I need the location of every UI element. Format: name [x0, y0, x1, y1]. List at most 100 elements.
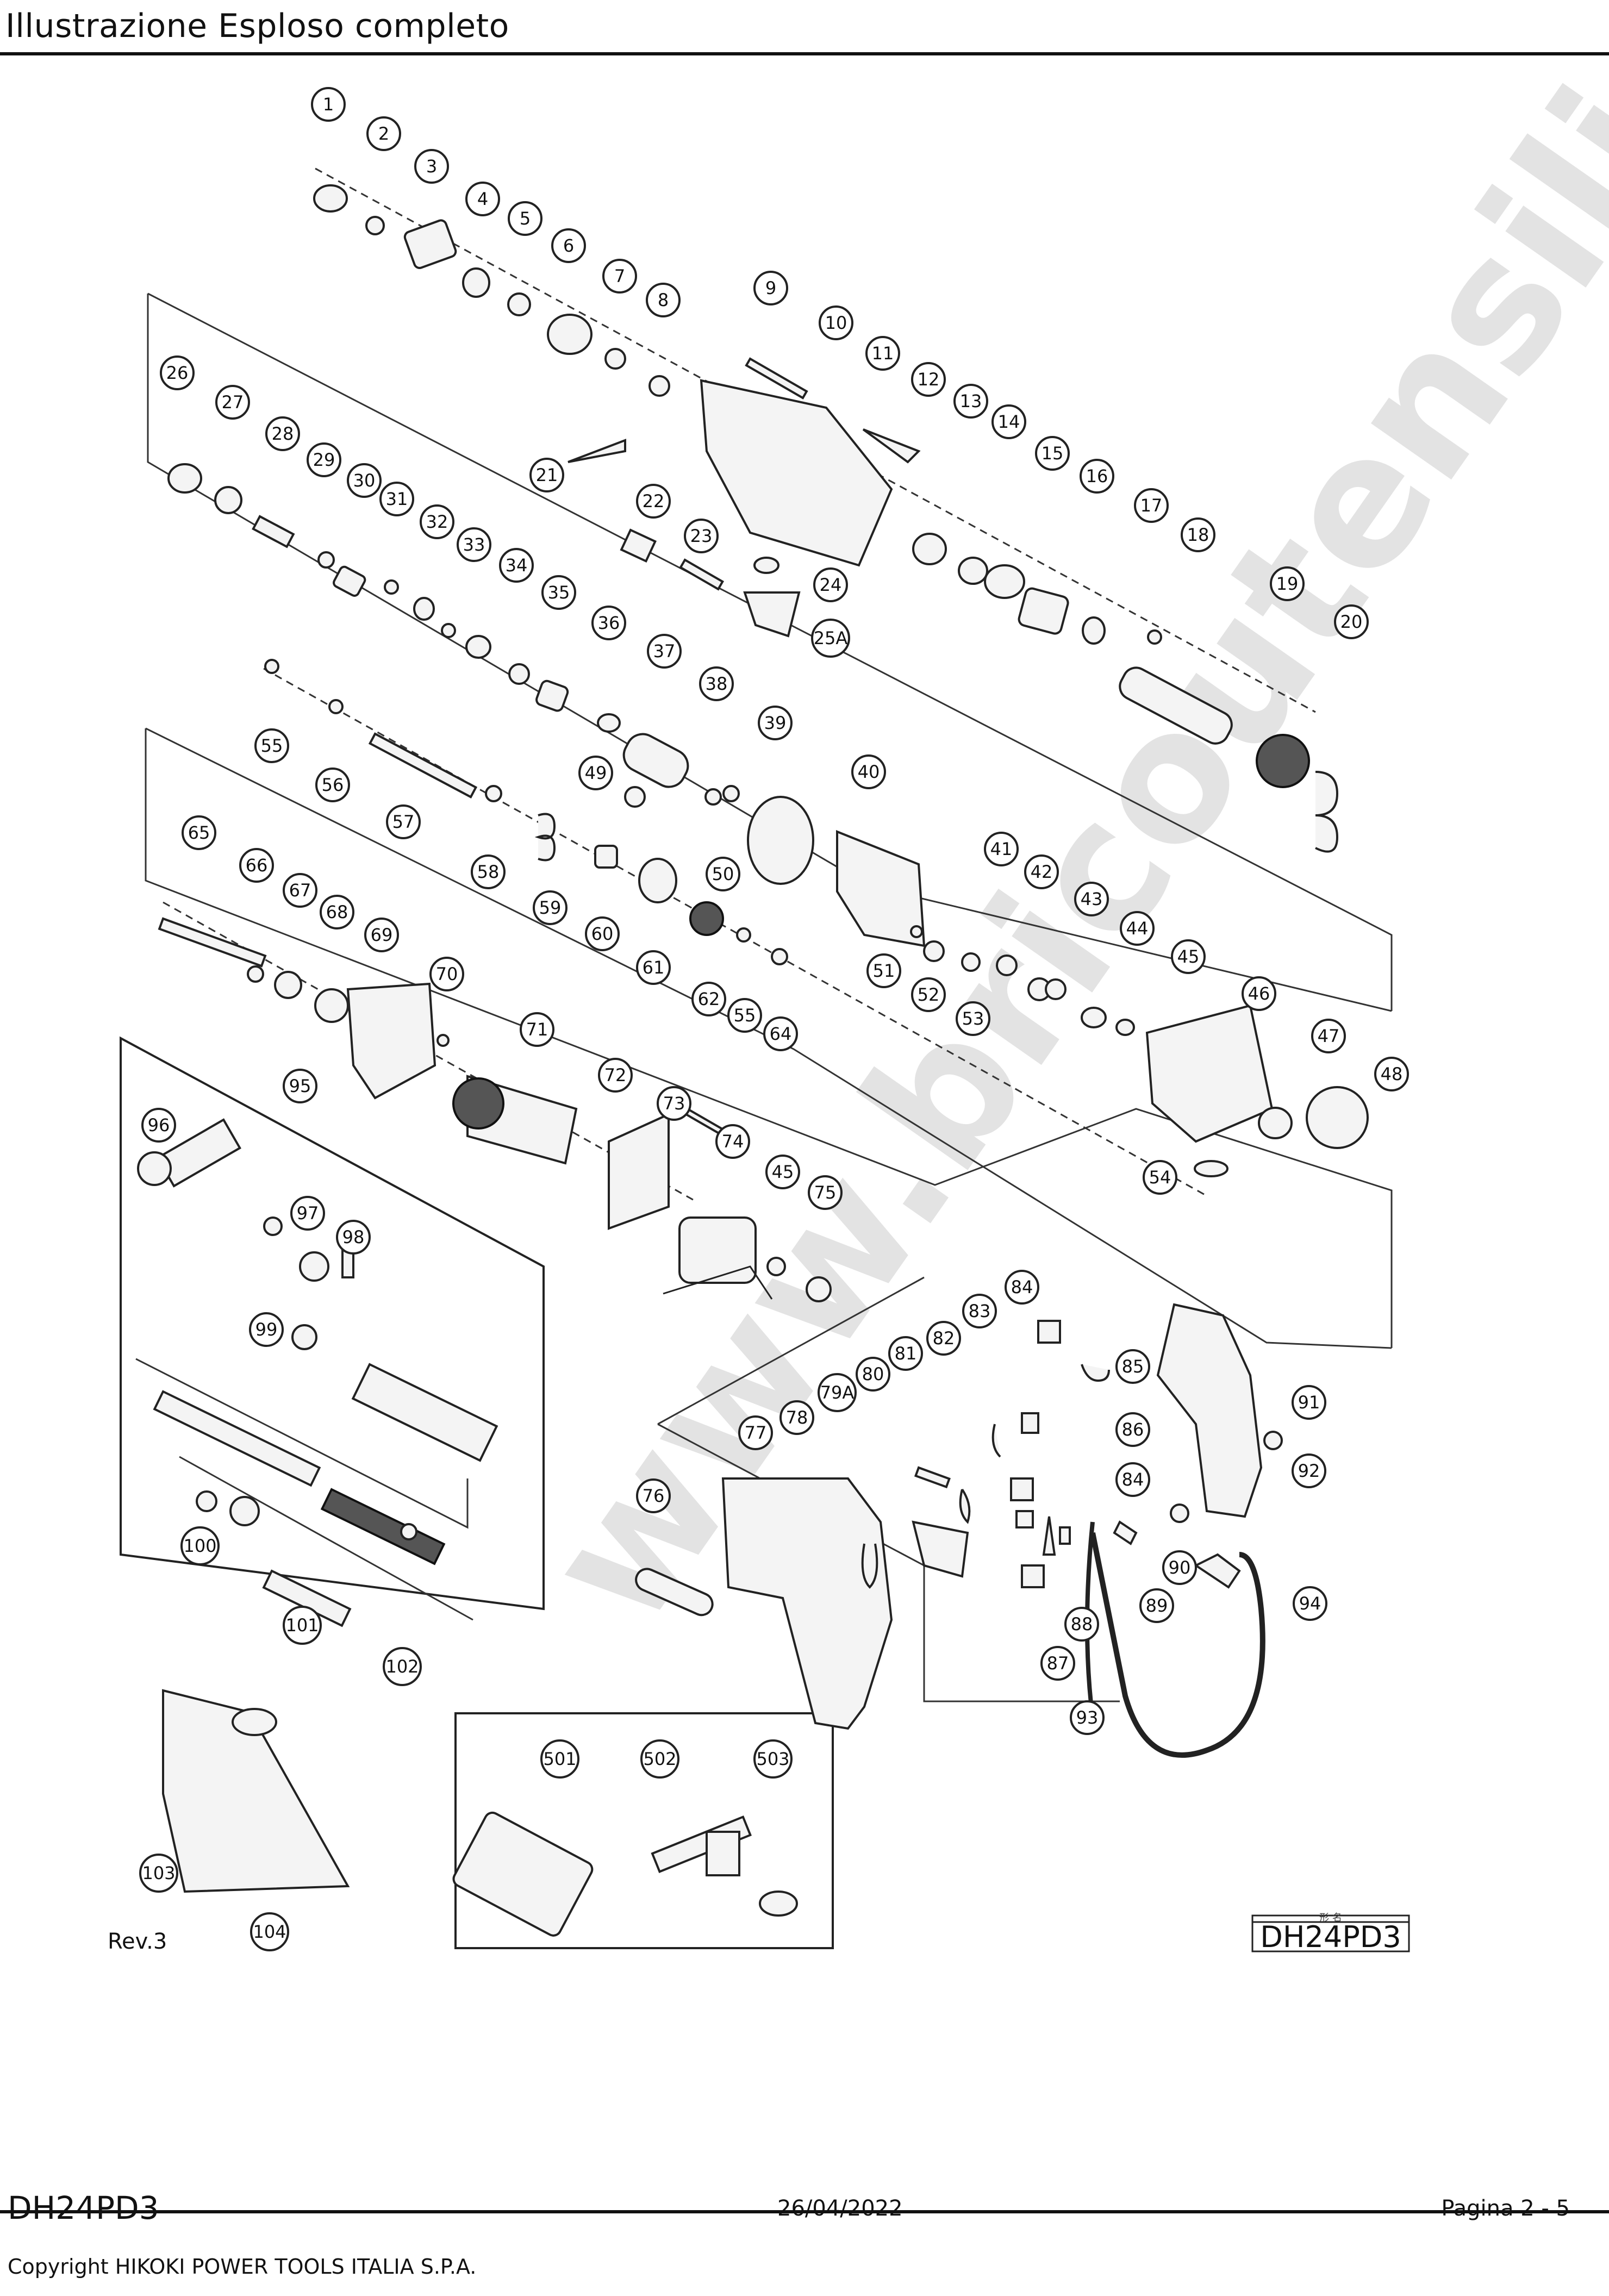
part-callout: 36	[591, 606, 626, 640]
callout-circle	[529, 458, 564, 492]
callout-number: 14	[998, 411, 1020, 432]
callout-number: 5	[520, 208, 531, 229]
callout-number: 56	[322, 775, 344, 795]
footer-model: DH24PD3	[8, 2189, 159, 2226]
callout-circle	[646, 283, 681, 317]
part-callout: 64	[763, 1016, 798, 1051]
callout-circle	[471, 854, 506, 889]
callout-circle	[383, 1647, 422, 1686]
part-callout: 97	[290, 1196, 325, 1231]
callout-circle	[540, 1739, 579, 1779]
part-callout: 501	[540, 1739, 579, 1779]
callout-circle	[984, 832, 1019, 866]
part-callout: 84	[1115, 1462, 1150, 1497]
callout-circle	[414, 149, 449, 184]
callout-number: 54	[1149, 1167, 1171, 1188]
part-callout: 58	[471, 854, 506, 889]
part-callout: 45	[1171, 939, 1206, 974]
callout-number: 53	[962, 1008, 984, 1029]
part-callout: 29	[307, 442, 341, 477]
callout-number: 41	[990, 839, 1013, 859]
callout-circle	[1115, 1412, 1150, 1447]
callout-circle	[1292, 1385, 1326, 1420]
part-callout: 40	[851, 754, 886, 789]
part-callout: 79A	[818, 1373, 857, 1412]
callout-circle	[520, 1012, 554, 1047]
callout-circle	[347, 463, 382, 498]
page-title: Illustrazione Esploso completo	[5, 7, 509, 45]
part-callout: 85	[1115, 1349, 1150, 1384]
callout-number: 31	[386, 489, 408, 509]
callout-number: 11	[872, 343, 894, 364]
callout-circle	[636, 484, 671, 519]
footer-copyright: Copyright HIKOKI POWER TOOLS ITALIA S.P.…	[8, 2255, 477, 2279]
callout-circle	[715, 1124, 750, 1159]
callout-circle	[866, 953, 901, 988]
callout-number: 503	[756, 1749, 789, 1769]
part-callout: 100	[180, 1526, 220, 1565]
part-callout: 14	[991, 404, 1026, 439]
callout-number: 35	[548, 582, 570, 603]
callout-number: 46	[1248, 983, 1270, 1004]
callout-number: 89	[1146, 1595, 1168, 1616]
callout-circle	[386, 804, 421, 839]
callout-circle	[636, 950, 671, 985]
callout-number: 13	[960, 391, 982, 411]
callout-number: 60	[591, 924, 614, 944]
part-callout: 102	[383, 1647, 422, 1686]
part-callout: 45	[765, 1155, 800, 1189]
callout-circle	[1242, 976, 1276, 1011]
callout-circle	[818, 1373, 857, 1412]
callout-number: 64	[770, 1024, 792, 1044]
motor-parts	[158, 917, 832, 1302]
part-callout: 59	[533, 890, 567, 925]
callout-number: 10	[825, 313, 847, 333]
callout-number: 77	[745, 1422, 767, 1443]
callout-number: 57	[392, 812, 415, 832]
part-callout: 41	[984, 832, 1019, 866]
part-callout: 91	[1292, 1385, 1326, 1420]
callout-circle	[283, 1606, 322, 1645]
part-callout: 12	[911, 362, 946, 397]
part-callout: 84	[1005, 1270, 1039, 1305]
callout-number: 36	[598, 613, 620, 633]
part-callout: 17	[1134, 488, 1169, 523]
callout-number: 100	[183, 1536, 216, 1556]
callout-number: 95	[289, 1076, 311, 1096]
callout-number: 26	[166, 363, 189, 383]
callout-number: 65	[188, 822, 210, 843]
callout-number: 70	[436, 964, 458, 984]
callout-number: 43	[1081, 889, 1103, 909]
callout-number: 39	[764, 713, 787, 733]
callout-circle	[239, 848, 274, 883]
callout-number: 29	[313, 450, 335, 470]
callout-circle	[851, 754, 886, 789]
callout-number: 51	[873, 960, 895, 981]
part-callout: 55	[727, 998, 762, 1033]
callout-number: 58	[477, 862, 500, 882]
callout-circle	[182, 815, 216, 850]
part-callout: 95	[283, 1069, 317, 1103]
part-callout: 27	[215, 385, 250, 420]
callout-circle	[1115, 1349, 1150, 1384]
callout-number: 104	[253, 1921, 286, 1942]
accessory-kit-frame	[120, 1036, 545, 1611]
callout-circle	[591, 606, 626, 640]
callout-circle	[265, 416, 300, 451]
header-rule	[0, 52, 1609, 55]
callout-number: 98	[342, 1227, 365, 1247]
part-callout: 65	[182, 815, 216, 850]
callout-circle	[1024, 854, 1059, 889]
callout-number: 20	[1340, 612, 1363, 632]
part-callout: 1	[311, 87, 346, 122]
part-callout: 34	[499, 548, 534, 583]
part-callout: 69	[364, 918, 399, 952]
callout-number: 83	[969, 1301, 991, 1321]
part-callout: 28	[265, 416, 300, 451]
callout-circle	[180, 1526, 220, 1565]
part-callout: 88	[1064, 1607, 1099, 1642]
callout-circle	[508, 201, 542, 236]
callout-circle	[254, 728, 289, 763]
callout-circle	[283, 1069, 317, 1103]
callout-number: 6	[563, 235, 574, 256]
